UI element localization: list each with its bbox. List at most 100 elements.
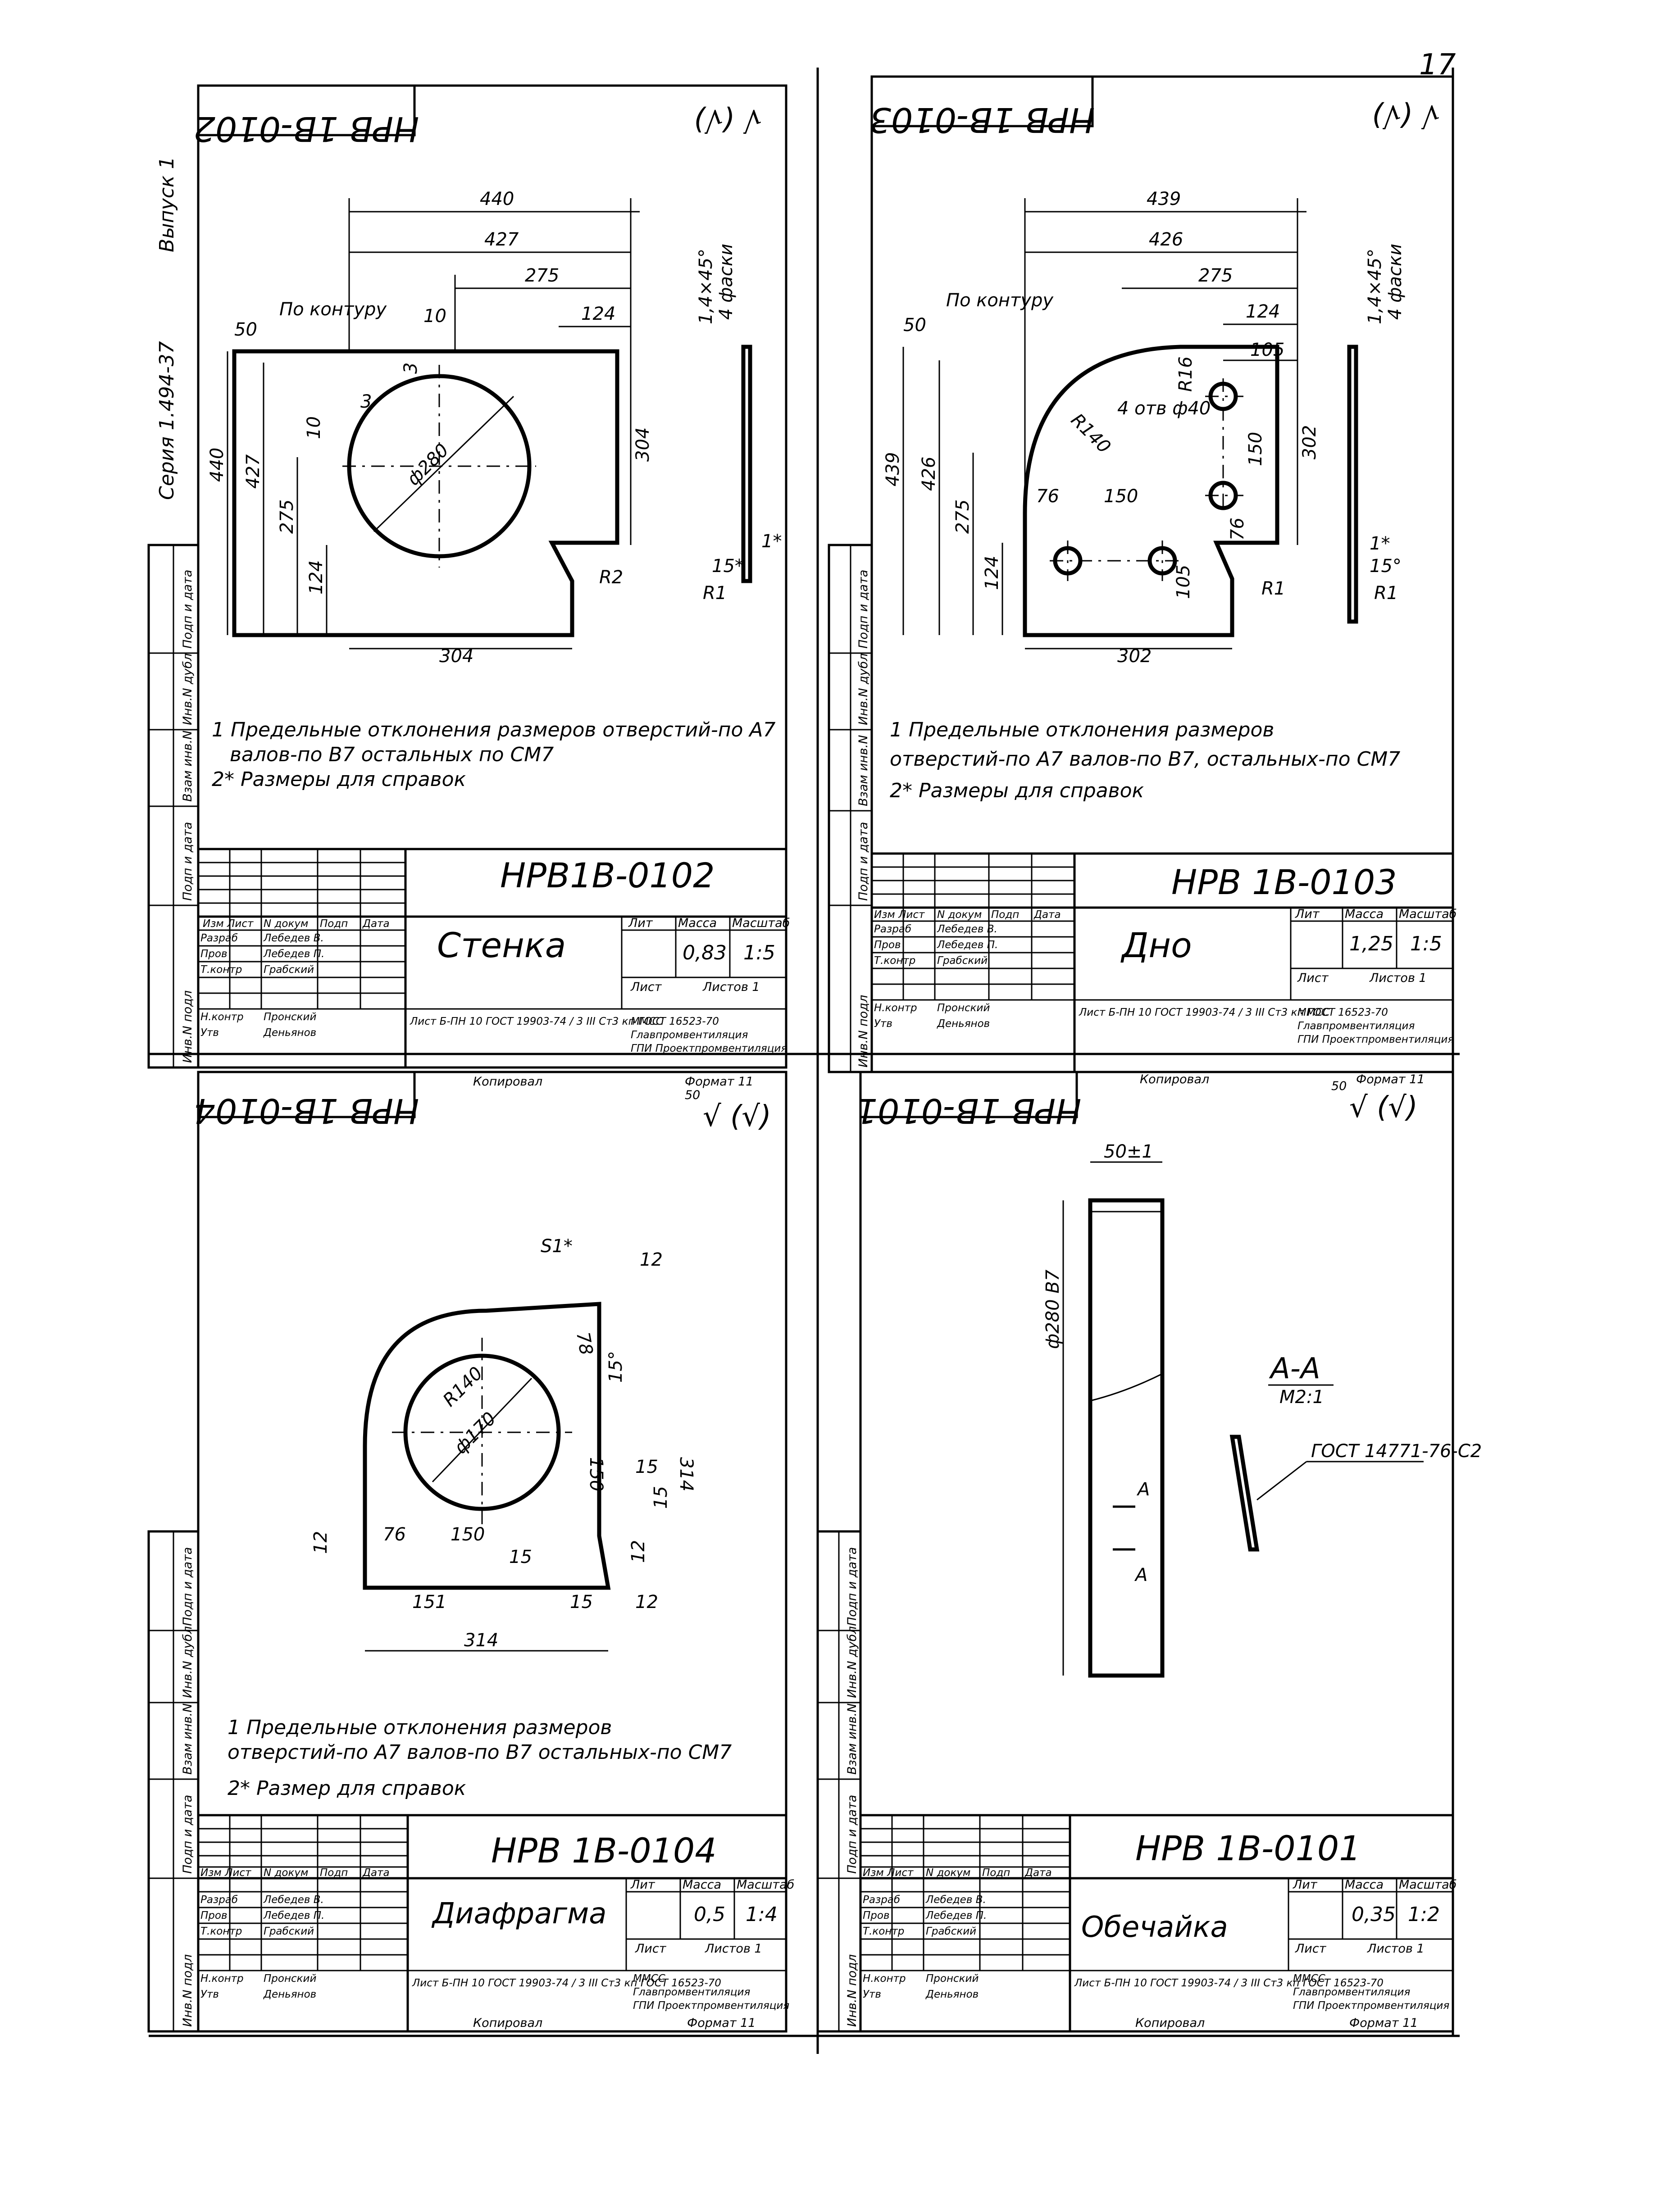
sheets-label: Листов 1 — [705, 1942, 762, 1956]
note-2: 2* Размер для справок — [228, 1777, 466, 1800]
name-2: Лебедев П. — [263, 948, 324, 960]
dim-76: 76 — [1036, 486, 1059, 507]
designation: НРВ1В-0102 — [500, 855, 715, 895]
corner-code-box — [197, 1071, 416, 1118]
chamfer-count: 4 фаски — [1385, 244, 1406, 320]
note-1: 1 Предельные отклонения размеров — [228, 1716, 612, 1739]
weld-standard: ГОСТ 14771-76-С2 — [1311, 1441, 1482, 1462]
role-1: Разраб — [200, 1894, 238, 1906]
section-mark-2: А — [1134, 1565, 1147, 1585]
name-1: Лебедев В. — [263, 932, 324, 944]
copy-label: Копировал — [1135, 2016, 1205, 2030]
sheet-obechaika: НРВ 1В-0101 √ (√) 50 50±1 ф280 В7 А-А М2… — [816, 1071, 1482, 2033]
dim-151: 151 — [412, 1592, 446, 1612]
scale-value: 1:5 — [743, 941, 775, 964]
diameter-leader — [373, 395, 514, 532]
org-line-3: ГПИ Проектпромвентиляция — [1297, 1034, 1454, 1045]
dim-302-h: 302 — [1117, 646, 1152, 667]
change-label: Изм Лист — [203, 918, 254, 930]
corner-code-box — [197, 84, 416, 136]
sheet-diafragma: НРВ 1В-0104 √ (√) 50 S1* 12 78 15° R140 … — [147, 1071, 794, 2033]
name-2: Лебедев П. — [937, 939, 998, 951]
dim-15-c: 15 — [509, 1547, 532, 1567]
change-label: Изм Лист — [863, 1867, 914, 1879]
dim-10: 10 — [423, 306, 446, 327]
stamp-label-2: Инв.N дубл — [845, 1626, 859, 1698]
format-label: Формат 11 — [687, 2016, 756, 2030]
dim-R140: R140 — [439, 1363, 487, 1411]
dim-76-v: 76 — [1227, 518, 1248, 541]
name-5: Деньянов — [937, 1018, 990, 1030]
name-3: Грабский — [937, 955, 988, 967]
dim-50: 50±1 — [1104, 1141, 1153, 1162]
dim-3a: 3 — [401, 363, 421, 374]
org-line-2: Главпромвентиляция — [1293, 1986, 1410, 1998]
name-2: Лебедев П. — [925, 1910, 987, 1921]
role-2: Пров — [200, 948, 228, 960]
docno-label: N докум — [926, 1867, 970, 1879]
side-view — [741, 345, 752, 583]
role-1: Разраб — [863, 1894, 900, 1906]
roughness-mark: √ (√) — [1371, 99, 1440, 132]
stamp-label-1: Подп и дата — [181, 570, 195, 649]
corner-code: НРВ 1В-0103 — [869, 100, 1095, 140]
designation: НРВ 1В-0101 — [1135, 1828, 1361, 1868]
section-label: А-А — [1269, 1352, 1320, 1385]
sign-label: Подп — [320, 918, 348, 930]
role-3: Т.контр — [200, 964, 242, 976]
dim-R16: R16 — [1175, 356, 1196, 392]
dim-124-v: 124 — [306, 560, 327, 595]
dim-76: 76 — [383, 1524, 406, 1545]
mass-value: 0,35 — [1352, 1903, 1396, 1926]
material-spec: Лист Б-ПН 10 ГОСТ 19903-74 / 3 III Ст3 к… — [1079, 1007, 1388, 1018]
diameter-leader — [432, 1377, 533, 1483]
roughness-mark: √ (√) — [1349, 1091, 1418, 1124]
name-5: Деньянов — [263, 1027, 316, 1039]
note-1: 1 Предельные отклонения размеров — [890, 718, 1274, 741]
dim-275: 275 — [1198, 265, 1233, 286]
stamp-label-3: Взам инв.N — [856, 735, 870, 806]
org-line-1: ММСС — [631, 1016, 663, 1027]
role-5: Утв — [874, 1018, 892, 1030]
org-line-2: Главпромвентиляция — [1297, 1020, 1415, 1032]
dim-440-v: 440 — [207, 448, 228, 482]
scale-label: Масштаб — [732, 916, 790, 930]
stamp-label-1: Подп и дата — [181, 1547, 195, 1626]
stamp-label-4: Подп и дата — [856, 822, 870, 901]
dim-275-v: 275 — [277, 500, 297, 534]
dim-10b: 10 — [304, 416, 324, 439]
holes-spec: 4 отв ф40 — [1117, 398, 1211, 419]
note-2: 2* Размеры для справок — [890, 779, 1144, 802]
date-label: Дата — [362, 918, 390, 930]
stamp-label-1: Подп и дата — [856, 570, 870, 649]
date-label: Дата — [1033, 909, 1061, 921]
scale-label: Масштаб — [737, 1878, 794, 1892]
dim-R1: R1 — [1261, 578, 1285, 599]
stamp-label-3: Взам инв.N — [181, 731, 195, 802]
role-3: Т.контр — [200, 1926, 242, 1937]
weld-section — [1229, 1435, 1260, 1552]
sheet-label: Лист — [630, 980, 662, 994]
docno-label: N докум — [264, 918, 308, 930]
part-outline — [1023, 345, 1279, 637]
name-1: Лебедев В. — [925, 1894, 986, 1906]
material-spec: Лист Б-ПН 10 ГОСТ 19903-74 / 3 III Ст3 к… — [1074, 1977, 1384, 1989]
stamp-label-3: Взам инв.N — [845, 1703, 859, 1775]
dim-439: 439 — [1147, 189, 1181, 209]
title-block — [197, 1814, 787, 2033]
dim-105-v: 105 — [1173, 565, 1194, 599]
dim-314-v: 314 — [676, 1457, 696, 1491]
lit-label: Лит — [628, 916, 653, 930]
corner-code: НРВ 1В-0104 — [194, 1091, 419, 1131]
dim-275-v: 275 — [952, 500, 973, 534]
docno-label: N докум — [937, 909, 982, 921]
sheet-stenka: НРВ 1В-0102 √ (√) 440 427 275 124 10 3 3… — [147, 84, 790, 1089]
dim-439-v: 439 — [883, 452, 903, 486]
note-1b: отверстий-по А7 валов-по В7, остальных-п… — [890, 748, 1400, 771]
sheet-label: Лист — [635, 1942, 667, 1956]
dim-302-v: 302 — [1299, 425, 1320, 459]
chamfer-spec: 1,4×45° — [1365, 249, 1385, 324]
name-4: Пронский — [264, 1011, 316, 1023]
